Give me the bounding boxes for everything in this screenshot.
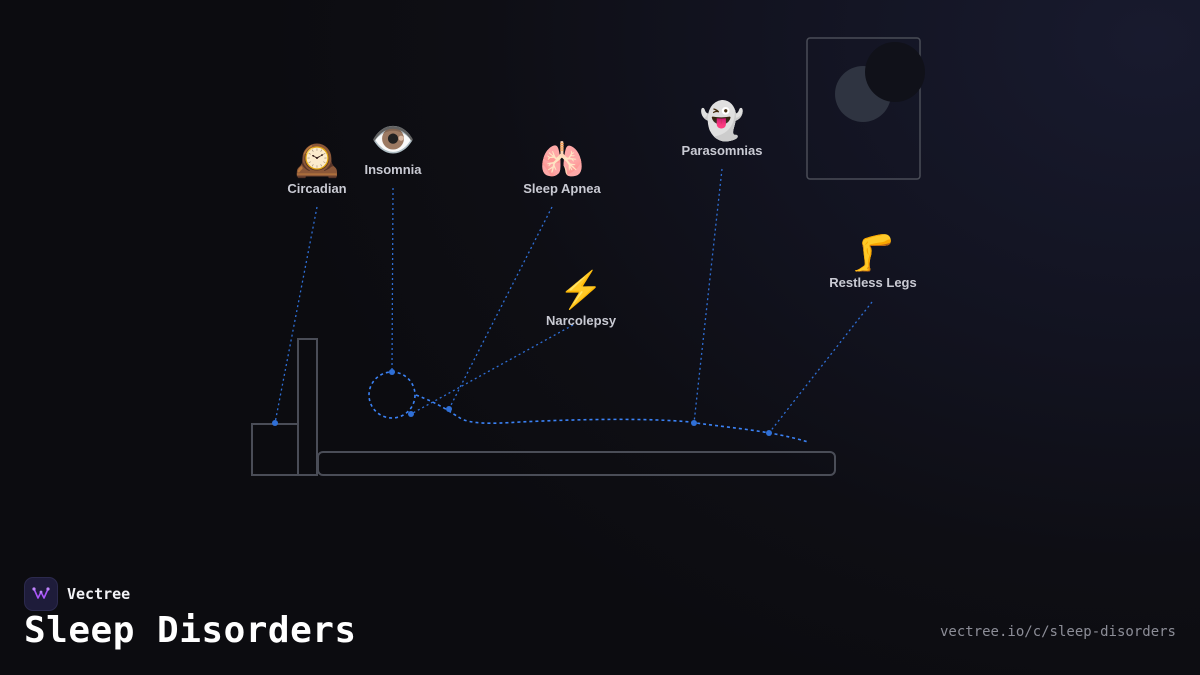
ghost-icon: 👻 — [700, 99, 745, 142]
anchor-dot-insomnia — [389, 369, 395, 375]
page-url: vectree.io/c/sleep-disorders — [939, 624, 1176, 640]
vectree-logo-icon — [24, 577, 58, 611]
sleeper-head — [368, 371, 416, 419]
node-insomnia[interactable]: 👁️ Insomnia — [364, 119, 422, 177]
leg-icon: 🦵 — [851, 232, 896, 273]
connector-narcolepsy — [410, 324, 574, 415]
node-label-parasomnias: Parasomnias — [682, 143, 763, 158]
night-window — [806, 37, 925, 180]
node-narcolepsy[interactable]: ⚡ Narcolepsy — [546, 269, 617, 328]
lightning-icon: ⚡ — [559, 269, 604, 311]
node-label-sleep-apnea: Sleep Apnea — [523, 181, 601, 196]
anchor-dot-restless-legs — [766, 430, 772, 436]
connector-restless-legs — [768, 301, 873, 434]
node-circadian[interactable]: 🕰️Circadian — [287, 139, 346, 196]
connector-lines — [274, 168, 873, 434]
node-label-circadian: Circadian — [287, 181, 346, 196]
lungs-icon: 🫁 — [540, 139, 585, 180]
bed-outline-icon — [251, 338, 836, 476]
anchor-dot-parasomnias — [691, 420, 697, 426]
anchor-dot-narcolepsy — [408, 411, 414, 417]
connector-insomnia — [391, 187, 394, 373]
anchor-dots — [272, 369, 772, 436]
moon-icon — [835, 42, 925, 122]
connector-circadian — [274, 206, 318, 424]
node-label-narcolepsy: Narcolepsy — [546, 313, 617, 328]
node-sleep-apnea[interactable]: 🫁Sleep Apnea — [523, 139, 601, 196]
anchor-dot-sleep-apnea — [446, 406, 452, 412]
anchor-dot-circadian — [272, 420, 278, 426]
node-label-insomnia: Insomnia — [364, 162, 422, 177]
disorder-nodes: 🕰️Circadian 👁️ Insomnia 🫁Sleep Apnea ⚡ Narcol… — [287, 99, 916, 328]
sleeper-body — [415, 394, 809, 443]
brand: Vectree — [24, 577, 130, 611]
connector-sleep-apnea — [448, 206, 553, 410]
node-parasomnias[interactable]: 👻Parasomnias — [682, 99, 763, 158]
page-title: Sleep Disorders — [24, 610, 357, 651]
connector-parasomnias — [693, 168, 723, 424]
brand-name: Vectree — [67, 585, 131, 603]
nightstand — [251, 423, 299, 476]
node-restless-legs[interactable]: 🦵 Restless Legs — [829, 232, 916, 290]
eye-icon: 👁️ — [371, 119, 416, 160]
sleeping-person-outline — [368, 371, 809, 443]
mantel-clock-icon: 🕰️ — [295, 139, 340, 180]
bed-mattress — [317, 451, 836, 476]
node-label-restless-legs: Restless Legs — [829, 275, 916, 290]
bed-headboard — [297, 338, 318, 476]
